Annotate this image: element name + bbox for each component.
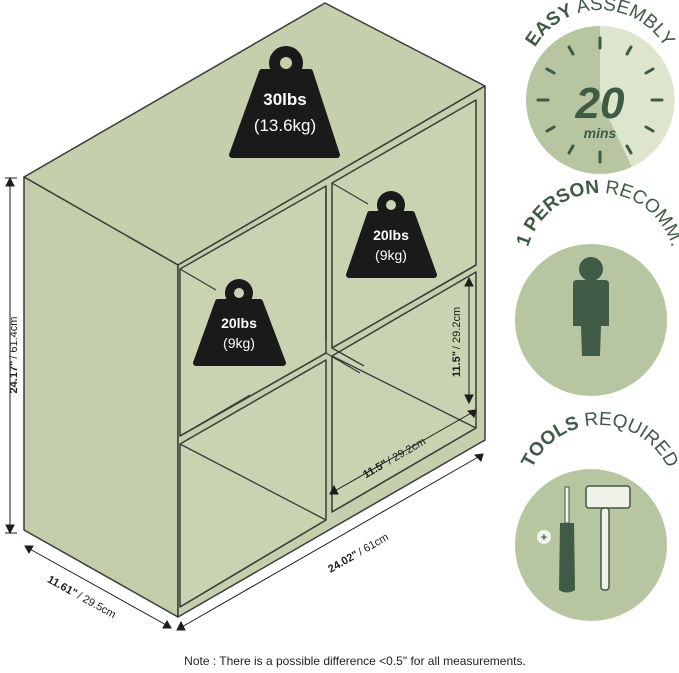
shelf-lines bbox=[179, 182, 477, 608]
depth-inches: 11.61" bbox=[45, 574, 79, 600]
clock-elapsed-sector bbox=[600, 25, 675, 167]
svg-text:+: + bbox=[541, 532, 547, 544]
one-person-bold: 1 PERSON bbox=[513, 177, 600, 249]
width-cm: / 61cm bbox=[356, 531, 391, 558]
width-inches: 24.02" bbox=[326, 549, 360, 576]
weight-cube-upper-right-metric: (9kg) bbox=[375, 247, 407, 263]
weight-cube-middle-left-value: 20lbs bbox=[221, 315, 257, 331]
depth-dimension: 11.61"/ 29.5cm bbox=[45, 574, 118, 622]
tools-required-badge: TOOLS REQUIRED + bbox=[515, 409, 679, 621]
height-cm: / 61.4cm bbox=[8, 317, 20, 359]
screwdriver-icon: + bbox=[537, 486, 575, 593]
assembly-unit: mins bbox=[584, 125, 617, 141]
weight-cube-middle-left-icon: 20lbs (9kg) bbox=[193, 279, 286, 366]
width-dimension: 24.02"/ 61cm bbox=[326, 531, 391, 575]
weight-cube-upper-right-value: 20lbs bbox=[373, 227, 409, 243]
person-icon bbox=[573, 257, 609, 356]
measurement-note: Note : There is a possible difference <0… bbox=[184, 654, 526, 668]
easy-assembly-badge: EASY ASSEMBLY 20 mins bbox=[522, 0, 679, 174]
tools-required-title: TOOLS REQUIRED bbox=[518, 409, 679, 471]
height-dimension: 24.17" / 61.4cm bbox=[8, 317, 20, 394]
mallet-icon bbox=[585, 485, 631, 591]
one-person-rest: RECOMM. bbox=[599, 177, 679, 249]
cube-height-cm: / 29.2cm bbox=[451, 307, 463, 349]
clock-ticks bbox=[536, 36, 664, 164]
weight-cube-middle-left-metric: (9kg) bbox=[223, 335, 255, 351]
cube-height-inches: 11.5" bbox=[451, 351, 463, 377]
weight-top-metric: (13.6kg) bbox=[254, 116, 316, 135]
tools-required-bold: TOOLS bbox=[518, 412, 582, 471]
weight-top-value: 30lbs bbox=[263, 90, 306, 109]
one-person-badge: 1 PERSON RECOMM. bbox=[513, 177, 679, 396]
weight-top-icon: 30lbs (13.6kg) bbox=[229, 46, 340, 158]
cube-height-dimension: 11.5" / 29.2cm bbox=[451, 307, 463, 377]
tools-required-rest: REQUIRED bbox=[576, 409, 679, 471]
weight-cube-upper-right-icon: 20lbs (9kg) bbox=[346, 191, 437, 278]
assembly-minutes: 20 bbox=[575, 79, 625, 128]
height-inches: 24.17" bbox=[8, 361, 20, 394]
dimension-lines bbox=[5, 176, 484, 631]
one-person-title: 1 PERSON RECOMM. bbox=[513, 177, 679, 249]
